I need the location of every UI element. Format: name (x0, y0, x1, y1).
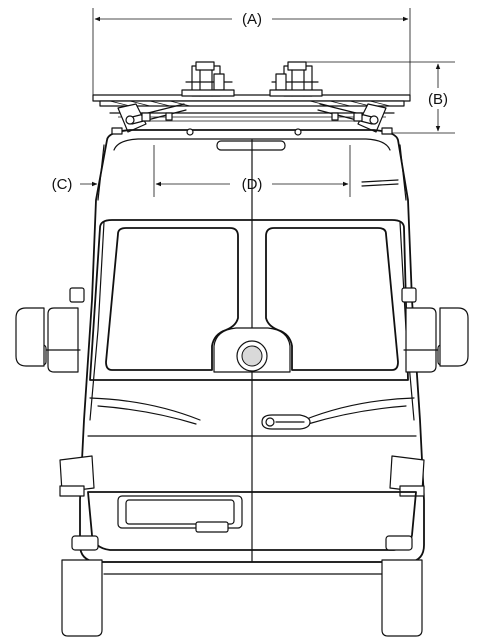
tail-lights (59, 455, 425, 497)
van-body (79, 127, 425, 563)
dimension-a-label: (A) (242, 11, 262, 28)
dimension-a: (A) (92, 8, 411, 98)
license-plate (125, 499, 235, 525)
dimension-b-label: (B) (428, 91, 448, 108)
dimension-c: (C) (52, 176, 98, 193)
dimension-c-label: (C) (52, 176, 73, 193)
bumper (71, 491, 417, 575)
rear-doors (87, 139, 417, 563)
side-mirrors (15, 287, 469, 373)
wheels (61, 559, 423, 637)
dimension-b: (B) (300, 61, 455, 134)
roof-rack (92, 61, 411, 133)
